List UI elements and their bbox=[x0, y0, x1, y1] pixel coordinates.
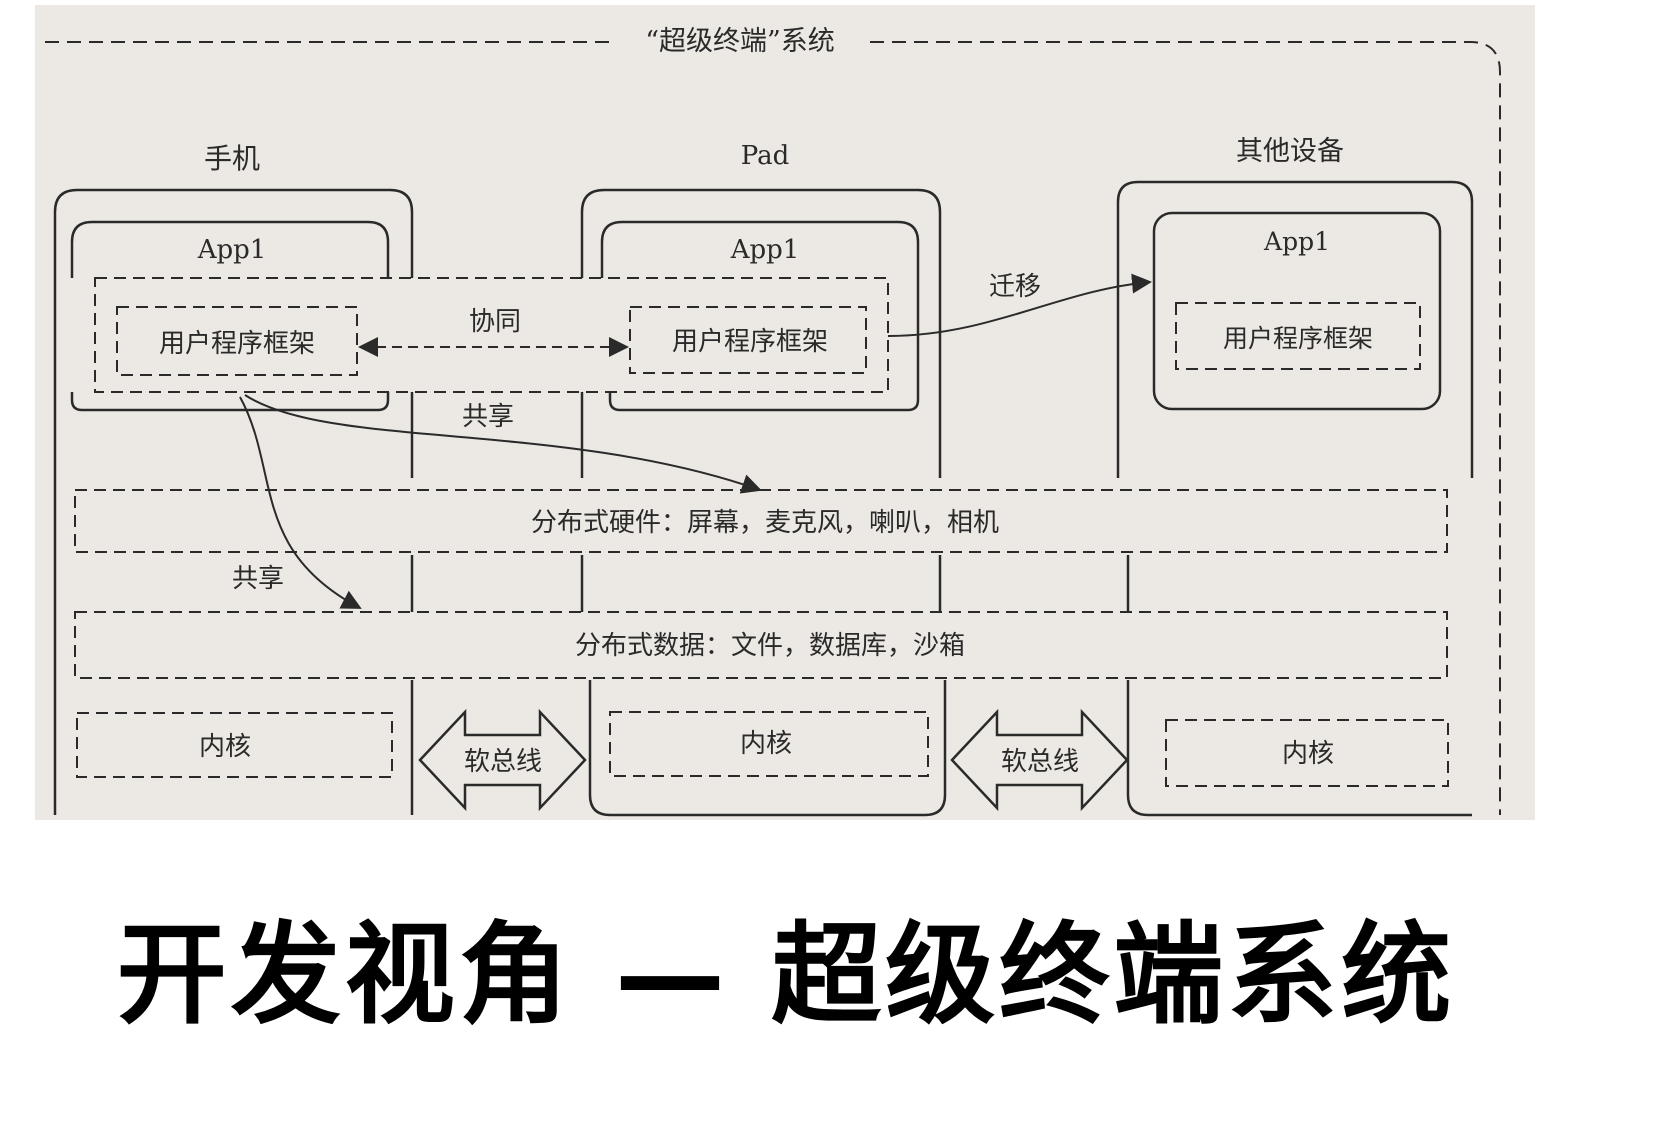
phone-framework-label: 用户程序框架 bbox=[159, 329, 315, 359]
caption: 开发视角 — 超级终端系统 bbox=[0, 900, 1572, 1050]
other-app-label: App1 bbox=[1263, 227, 1330, 256]
soft-bus-right-arrow bbox=[950, 708, 1129, 812]
other-device-label: 其他设备 bbox=[1236, 136, 1344, 167]
soft-bus-left-label: 软总线 bbox=[464, 747, 542, 777]
soft-bus-right-label: 软总线 bbox=[1001, 747, 1079, 777]
pad-framework-box bbox=[629, 306, 867, 374]
pad-framework-label: 用户程序框架 bbox=[672, 327, 828, 357]
share-data-label: 共享 bbox=[232, 564, 284, 594]
distributed-hardware-layer bbox=[74, 489, 1448, 553]
other-kernel-box bbox=[1165, 719, 1449, 787]
share-data-arrow bbox=[239, 396, 362, 609]
pad-device bbox=[580, 188, 947, 817]
pad-app-label: App1 bbox=[730, 235, 800, 265]
phone-kernel-label: 内核 bbox=[199, 732, 251, 762]
other-device bbox=[1116, 180, 1474, 817]
collaborate-label: 协同 bbox=[469, 307, 521, 337]
other-kernel-label: 内核 bbox=[1282, 739, 1334, 769]
distributed-hardware-label: 分布式硬件：屏幕，麦克风，喇叭，相机 bbox=[531, 508, 999, 538]
phone-label: 手机 bbox=[204, 142, 260, 175]
phone-kernel-box bbox=[76, 712, 393, 778]
migrate-arrow bbox=[887, 273, 1152, 337]
collaboration-region bbox=[94, 277, 889, 393]
pad-kernel-box bbox=[609, 711, 929, 777]
phone-framework-box bbox=[116, 306, 358, 376]
caption-text: 开发视角 — 超级终端系统 bbox=[116, 911, 1456, 1039]
distributed-data-label: 分布式数据：文件，数据库，沙箱 bbox=[575, 631, 965, 661]
phone-app-label: App1 bbox=[197, 235, 267, 265]
soft-bus-left-arrow bbox=[418, 708, 587, 812]
share-hardware-label: 共享 bbox=[462, 402, 514, 432]
system-label: “超级终端”系统 bbox=[645, 26, 835, 57]
super-terminal-diagram: “超级终端”系统 手机 App1 Pad App1 其他设备 App1 用户程序… bbox=[45, 26, 1501, 817]
phone-device bbox=[53, 188, 414, 815]
other-framework-label: 用户程序框架 bbox=[1223, 324, 1373, 353]
system-boundary bbox=[45, 41, 1501, 815]
migrate-label: 迁移 bbox=[989, 272, 1041, 302]
share-hardware-arrow bbox=[244, 394, 762, 494]
other-framework-box bbox=[1175, 302, 1421, 370]
pad-kernel-label: 内核 bbox=[740, 729, 792, 759]
distributed-data-layer bbox=[74, 611, 1448, 679]
pad-label: Pad bbox=[741, 141, 789, 171]
